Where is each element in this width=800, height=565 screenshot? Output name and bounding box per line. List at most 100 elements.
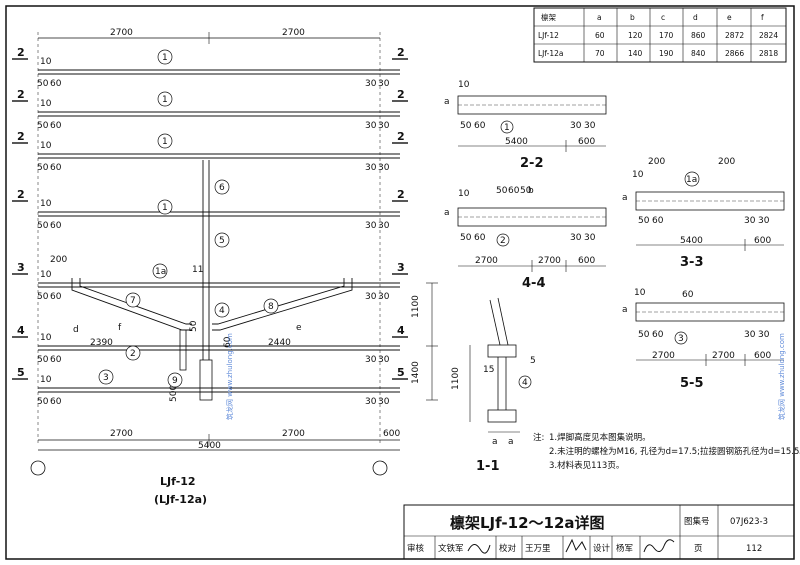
beam-dim-10: 10 [40, 57, 52, 67]
design-label: 设计 [593, 543, 611, 554]
s33-small-200b: 200 [718, 157, 735, 167]
s11-dim-5: 5 [530, 356, 536, 366]
part-balloon [98, 369, 114, 385]
s33-small-50: 50 [638, 216, 650, 226]
part-number: 1 [162, 137, 168, 147]
part-balloon [214, 179, 230, 195]
s11-dim-a2: a [508, 437, 514, 447]
s55-small-10: 10 [634, 288, 646, 298]
s55-dim-2: 2700 [712, 351, 735, 361]
part-number: 1 [162, 95, 168, 105]
overall-dim: 5400 [198, 441, 221, 451]
notes: 注: 1.焊脚高度见本图集说明。 2.未注明的螺栓为M16, 孔径为d=17.5… [533, 432, 800, 471]
part-balloon [167, 372, 183, 388]
designer-name: 杨军 [616, 543, 633, 554]
s44-small-a: a [444, 208, 450, 218]
title-block-title: 檩架LJf-12～12a详图 [450, 514, 605, 532]
beam-dim-30b: 30 [378, 121, 390, 131]
table-cell: 120 [628, 31, 643, 40]
s22-dim-end: 600 [578, 137, 595, 147]
part-number: 4 [219, 306, 225, 316]
top-dim-right: 2700 [282, 28, 305, 38]
beam-dim-60: 60 [50, 397, 62, 407]
s33-small-10: 10 [632, 170, 644, 180]
notes-prefix: 注: [533, 432, 544, 443]
section-number-left: 5 [17, 366, 25, 379]
table-header-cell: b [630, 13, 635, 22]
s33-label: 3-3 [680, 255, 704, 270]
table-header-cell: f [761, 13, 764, 22]
s55-small-50: 50 [638, 330, 650, 340]
s44-label: 4-4 [522, 276, 546, 291]
vert-dim-1100: 1100 [411, 295, 421, 318]
section-number-left: 4 [17, 324, 25, 337]
part-number: 6 [219, 183, 225, 193]
s22-small-50: 50 [460, 121, 472, 131]
s33-dim-main: 5400 [680, 236, 703, 246]
watermark-left: 筑龙网 www.zhulong.com [225, 333, 234, 420]
designer-signature [643, 539, 675, 553]
s55-small-30a: 30 [744, 330, 756, 340]
misc-dim-500: 500 [169, 385, 179, 402]
part-balloon [157, 49, 173, 65]
main-subtitle: (LJf-12a) [154, 493, 207, 506]
section-number-right: 5 [397, 366, 405, 379]
checker-name: 王万里 [525, 544, 551, 554]
s33-small-30b: 30 [758, 216, 770, 226]
part-balloon [263, 298, 279, 314]
section-number-right: 2 [397, 88, 405, 101]
beam-dim-30b: 30 [378, 397, 390, 407]
part-number: 9 [172, 376, 178, 386]
beam-dim-30a: 30 [365, 163, 377, 173]
beam-dim-30a: 30 [365, 121, 377, 131]
s55-dim-1: 2700 [652, 351, 675, 361]
s44-small-60: 60 [474, 233, 486, 243]
reviewer-name: 文铁军 [438, 543, 464, 554]
s11-dim-1100: 1100 [451, 367, 461, 390]
table-cell: 190 [659, 49, 674, 58]
misc-mark-11: 11 [192, 265, 203, 275]
part-balloon [157, 91, 173, 107]
misc-dim-50: 50 [189, 320, 199, 332]
s33-small-200a: 200 [648, 157, 665, 167]
slope-dim-right: 2440 [268, 338, 291, 348]
review-label: 审核 [407, 543, 425, 554]
table-cell: LJf-12 [538, 31, 559, 40]
s22-dim-main: 5400 [505, 137, 528, 147]
beam-dim-30a: 30 [365, 221, 377, 231]
beam-dim-30b: 30 [378, 163, 390, 173]
table-header-cell: a [597, 13, 602, 22]
s44-dim-2: 2700 [538, 256, 561, 266]
title-block: 檩架LJf-12～12a详图 图集号 07J623-3 审核 文铁军 校对 王万… [403, 504, 795, 560]
section-4-4: 2700 2700 600 10 a 50 60 50 60 50 30 30 … [444, 186, 607, 291]
s22-label: 2-2 [520, 156, 544, 171]
beam-dim-50: 50 [37, 355, 49, 365]
s44-small-30b: 30 [584, 233, 596, 243]
bottom-dim-end: 600 [383, 429, 400, 439]
bottom-dim-left: 2700 [110, 429, 133, 439]
page-label: 页 [694, 544, 703, 554]
s44-small-50b: 50 [496, 186, 508, 196]
section-number-right: 3 [397, 261, 405, 274]
slope-letter-d: d [73, 325, 79, 335]
beam-dim-30a: 30 [365, 355, 377, 365]
main-elevation-labels: 2700 2700 2700 2700 600 5400 1100 1400 2… [50, 28, 421, 506]
table-cell: 2872 [725, 31, 744, 40]
beam-dim-60: 60 [50, 79, 62, 89]
misc-dim-60: 60 [223, 336, 233, 348]
part-balloon [152, 263, 168, 279]
beam-dim-30a: 30 [365, 79, 377, 89]
main-title: LJf-12 [160, 475, 196, 488]
beam-dim-10: 10 [40, 333, 52, 343]
beam-dim-10: 10 [40, 99, 52, 109]
s22-small-10: 10 [458, 80, 470, 90]
part-number: 1 [162, 53, 168, 63]
note-1: 1.焊脚高度见本图集说明。 [549, 432, 651, 443]
section-number-right: 2 [397, 46, 405, 59]
beam-dim-50: 50 [37, 221, 49, 231]
top-dim-left: 2700 [110, 28, 133, 38]
s11-dim-15: 15 [483, 365, 494, 375]
section-number-left: 2 [17, 46, 25, 59]
part-number: 8 [268, 302, 274, 312]
